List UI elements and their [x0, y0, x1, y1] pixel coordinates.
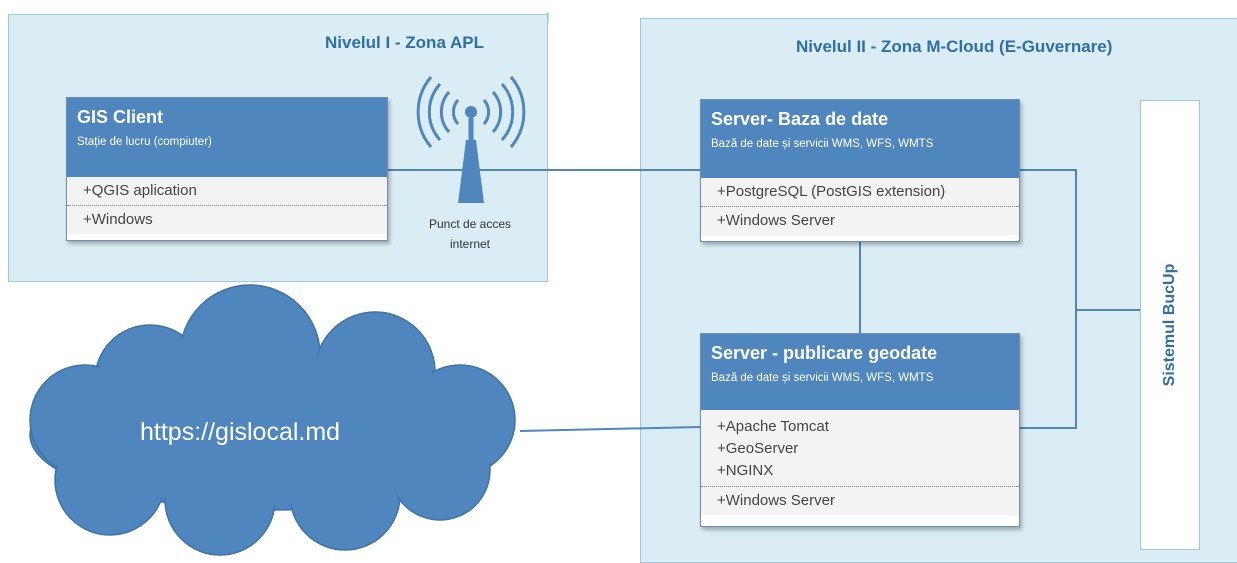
- access-point-label-line2: internet: [449, 237, 491, 251]
- access-point-label: Punct de acces internet: [410, 214, 530, 254]
- db-server-subtitle: Bază de date și servicii WMS, WFS, WMTS: [711, 138, 934, 150]
- backup-system-box: Sistemul BucUp: [1140, 100, 1200, 550]
- link-cloud-geo: [519, 426, 701, 432]
- db-server-card: Server- Baza de date Bază de date și ser…: [700, 99, 1020, 242]
- link-geo-backup: [1020, 310, 1077, 429]
- backup-system-label: Sistemul BucUp: [1161, 263, 1178, 387]
- gis-client-item: +QGIS aplication: [83, 182, 197, 199]
- db-server-title: Server- Baza de date: [711, 109, 889, 129]
- db-server-os: +Windows Server: [701, 206, 1019, 235]
- gis-client-os-label: +Windows: [83, 211, 153, 228]
- gis-client-card: GIS Client Stație de lucru (compiuter) +…: [66, 97, 388, 241]
- gis-client-subtitle: Stație de lucru (compiuter): [77, 136, 212, 148]
- geo-server-item: +NGINX: [717, 462, 774, 479]
- geo-server-os: +Windows Server: [701, 486, 1019, 515]
- db-server-os-label: +Windows Server: [717, 212, 835, 229]
- geo-server-subtitle: Bază de date și servicii WMS, WFS, WMTS: [711, 372, 934, 384]
- zone-apl-title: Nivelul I - Zona APL: [325, 33, 484, 52]
- geo-server-header: Server - publicare geodate Bază de date …: [701, 334, 1019, 410]
- geo-server-os-label: +Windows Server: [717, 492, 835, 509]
- geo-server-software: +Apache Tomcat +GeoServer +NGINX: [701, 410, 1019, 486]
- access-point-label-line1: Punct de acces: [428, 217, 512, 231]
- gis-client-software: +QGIS aplication: [67, 177, 387, 205]
- gis-client-title: GIS Client: [77, 107, 164, 127]
- geo-server-title: Server - publicare geodate: [711, 343, 938, 363]
- gis-client-header: GIS Client Stație de lucru (compiuter): [67, 98, 387, 177]
- gis-client-os: +Windows: [67, 205, 387, 234]
- geo-server-item: +GeoServer: [717, 440, 799, 457]
- db-server-header: Server- Baza de date Bază de date și ser…: [701, 100, 1019, 178]
- geo-server-item: +Apache Tomcat: [717, 418, 829, 435]
- cloud-url-label: https://gislocal.md: [140, 418, 341, 446]
- db-server-software: +PostgreSQL (PostGIS extension): [701, 178, 1019, 206]
- link-db-backup: [1020, 169, 1140, 311]
- geo-server-card: Server - publicare geodate Bază de date …: [700, 333, 1020, 527]
- zone-m-cloud-title: Nivelul II - Zona M-Cloud (E-Guvernare): [796, 37, 1113, 56]
- antenna-icon: [416, 76, 526, 203]
- db-server-item: +PostgreSQL (PostGIS extension): [717, 183, 946, 200]
